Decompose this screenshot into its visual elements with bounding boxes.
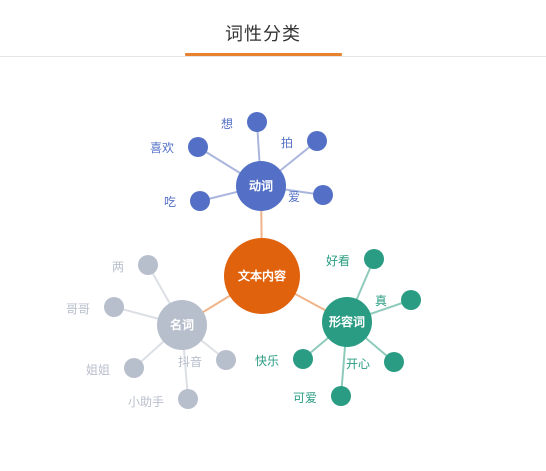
verb-leaf-node[interactable]	[190, 191, 210, 211]
noun-leaf-node[interactable]	[124, 358, 144, 378]
noun-leaf-label: 哥哥	[66, 302, 90, 316]
noun-leaf-node[interactable]	[104, 297, 124, 317]
noun-leaf-label: 抖音	[178, 354, 202, 369]
adjective-group-node[interactable]	[322, 297, 372, 347]
center-node[interactable]	[224, 238, 300, 314]
header: 词性分类	[0, 0, 546, 57]
verb-leaf-node[interactable]	[188, 137, 208, 157]
noun-group-node[interactable]	[157, 300, 207, 350]
adjective-leaf-label: 可爱	[293, 391, 317, 405]
adjective-leaf-node[interactable]	[331, 386, 351, 406]
adjective-leaf-label: 快乐	[255, 354, 279, 368]
adjective-leaf-label: 真	[375, 294, 387, 308]
verb-leaf-label: 爱	[288, 190, 300, 204]
verb-leaf-label: 喜欢	[150, 140, 174, 155]
adjective-leaf-label: 好看	[326, 254, 350, 268]
noun-leaf-node[interactable]	[138, 255, 158, 275]
adjective-leaf-label: 开心	[346, 357, 370, 371]
verb-leaf-label: 吃	[164, 195, 176, 209]
verb-leaf-label: 想	[221, 116, 233, 131]
adjective-leaf-node[interactable]	[293, 349, 313, 369]
noun-leaf-label: 小助手	[128, 395, 164, 409]
verb-leaf-label: 拍	[281, 135, 293, 150]
verb-leaf-node[interactable]	[247, 112, 267, 132]
noun-leaf-node[interactable]	[216, 350, 236, 370]
verb-leaf-node[interactable]	[313, 185, 333, 205]
adjective-leaf-node[interactable]	[364, 249, 384, 269]
noun-leaf-node[interactable]	[178, 389, 198, 409]
noun-leaf-label: 姐姐	[86, 363, 110, 377]
noun-group-label: 名词	[170, 317, 194, 332]
verb-leaf-node[interactable]	[307, 131, 327, 151]
verb-group-node[interactable]	[236, 161, 286, 211]
center-label: 文本内容	[238, 268, 286, 283]
adjective-leaf-node[interactable]	[401, 290, 421, 310]
title-underline	[185, 53, 342, 56]
adjective-group-label: 形容词	[329, 314, 365, 329]
adjective-leaf-node[interactable]	[384, 352, 404, 372]
verb-group-label: 动词	[249, 179, 273, 193]
noun-leaf-label: 两	[112, 260, 124, 274]
page-title: 词性分类	[225, 24, 301, 45]
